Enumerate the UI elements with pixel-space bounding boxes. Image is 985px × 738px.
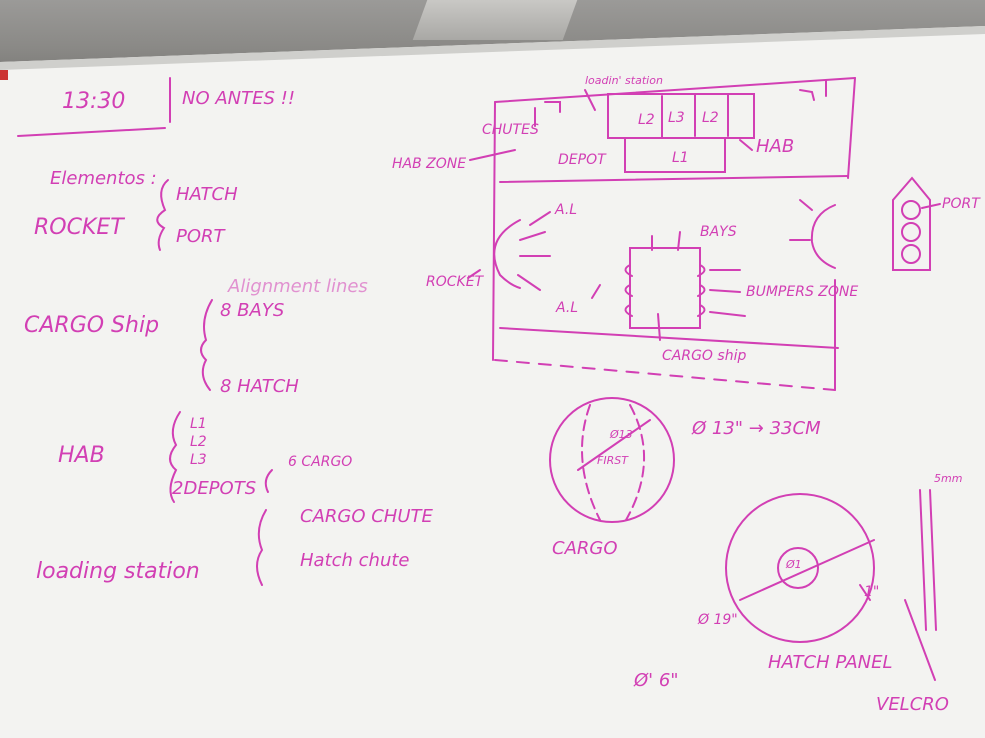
board-magnet [0, 70, 8, 80]
diagram-rocket: ROCKET [426, 274, 485, 290]
loading-chute [534, 101, 561, 127]
cargo-ship-brace [200, 299, 213, 391]
rocket-port-2 [901, 222, 921, 242]
diagram-level-l1: L1 [672, 150, 689, 166]
loading-item-cargo-chute: CARGO CHUTE [300, 506, 434, 527]
rocket-label: ROCKET [34, 215, 125, 240]
hatch-thickness-lines [919, 489, 937, 631]
bays-left [624, 264, 633, 317]
hab-item-l2: L2 [190, 434, 207, 450]
whiteboard-surface [0, 26, 985, 738]
diagram-level-l2-right: L2 [702, 110, 719, 126]
field-top [494, 77, 856, 103]
station-arrow [584, 89, 596, 111]
right-arc [810, 204, 836, 269]
cargo-inner-dim: Ø13 [609, 428, 633, 441]
field-bottom [494, 359, 836, 391]
hab-zone-arrow [469, 149, 516, 161]
hatch-panel-label: HATCH PANEL [768, 652, 893, 673]
rocket-side-port: PORT [942, 196, 981, 212]
field-left [492, 101, 496, 361]
velcro-arrow [904, 599, 936, 681]
whiteboard-frame [0, 26, 985, 70]
al-left-arrow [591, 284, 601, 299]
loading-station-label: loading station [36, 559, 200, 584]
rocket-brace [156, 179, 169, 251]
cargo-ship-arrow [657, 313, 661, 341]
diagram-loading-station: loadin' station [585, 74, 663, 87]
cargo-diameter: Ø 13" → 33CM [691, 418, 821, 439]
diagram-bumpers-zone: BUMPERS ZONE [746, 284, 858, 300]
ink-strokes [17, 77, 941, 681]
diagram-level-l3: L3 [668, 110, 685, 126]
loading-brace [256, 509, 267, 586]
hab-depot-note: 6 CARGO [288, 454, 352, 470]
diagram-chutes: CHUTES [482, 122, 539, 138]
cargo-inner-label: FIRST [597, 454, 629, 467]
cargo-ship-box [629, 247, 701, 329]
cargo-ship-item-bays: 8 BAYS [220, 300, 284, 321]
bumper-lines [709, 269, 746, 317]
loading-station-right [799, 79, 827, 101]
rocket-arc [493, 219, 521, 289]
cargo-ship-item-hatch: 8 HATCH [220, 376, 299, 397]
port-arrow [921, 203, 941, 209]
rocket-item-port: PORT [176, 226, 227, 247]
cargo-label: CARGO [552, 538, 618, 559]
hab-brace [169, 411, 181, 503]
field-right [847, 77, 856, 179]
rocket-port-1 [901, 200, 921, 220]
bays-right [697, 264, 706, 317]
hatch-panel-outer [725, 493, 875, 643]
hab-label: HAB [58, 443, 105, 468]
hatch-width-mark [859, 584, 871, 601]
cargo-line [499, 327, 839, 349]
hab-item-l1: L1 [190, 416, 207, 432]
depot-brace [264, 469, 273, 493]
hatch-outer-dim: Ø 19" [697, 612, 738, 628]
diagram-al-left: A.L [555, 300, 578, 316]
hatch-width: 1" [864, 584, 879, 600]
deadline-note: NO ANTES !! [182, 88, 295, 109]
al-top-arrow [529, 211, 551, 226]
diagram-cargo-ship: CARGO ship [662, 348, 746, 364]
rocket-side [892, 176, 931, 271]
hab-l1-box [624, 137, 726, 173]
hab-arrow [739, 139, 753, 151]
hatch-panel-inner [777, 547, 819, 589]
rocket-port-3 [901, 244, 921, 264]
rocket-lines [517, 231, 551, 291]
diagram-hab-arrow-label: HAB [756, 136, 794, 157]
bays-top [651, 231, 681, 251]
hatch-inner-dim: Ø1 [785, 558, 802, 571]
rocket-item-hatch: HATCH [176, 184, 238, 205]
cargo-diameter-line [577, 419, 651, 471]
time-label: 13:30 [62, 89, 125, 114]
hatch-diameter-line [739, 539, 875, 601]
right-lines [789, 199, 813, 241]
elements-heading: Elementos : [50, 168, 157, 189]
hatch-size: Ø' 6" [633, 670, 679, 691]
header-underline [17, 127, 166, 137]
alignment-note: Alignment lines [227, 276, 368, 297]
hab-line [499, 175, 849, 183]
cargo-seams [581, 404, 645, 521]
diagram-hab-zone: HAB ZONE [392, 156, 466, 172]
hatch-thickness: 5mm [934, 472, 962, 485]
diagram-al-top: A.L [554, 202, 577, 218]
rocket-arrow [467, 269, 481, 279]
diagram-depot: DEPOT [558, 152, 607, 168]
diagram-bays: BAYS [700, 224, 737, 240]
hab-level-dividers [661, 93, 729, 139]
diagram-level-l2-left: L2 [638, 112, 655, 128]
cargo-ball [549, 397, 675, 523]
cargo-ship-label: CARGO Ship [24, 313, 159, 338]
hab-item-depots: 2DEPOTS [172, 478, 256, 499]
loading-item-hatch-chute: Hatch chute [300, 550, 410, 571]
hab-item-l3: L3 [190, 452, 207, 468]
velcro-label: VELCRO [876, 694, 949, 715]
